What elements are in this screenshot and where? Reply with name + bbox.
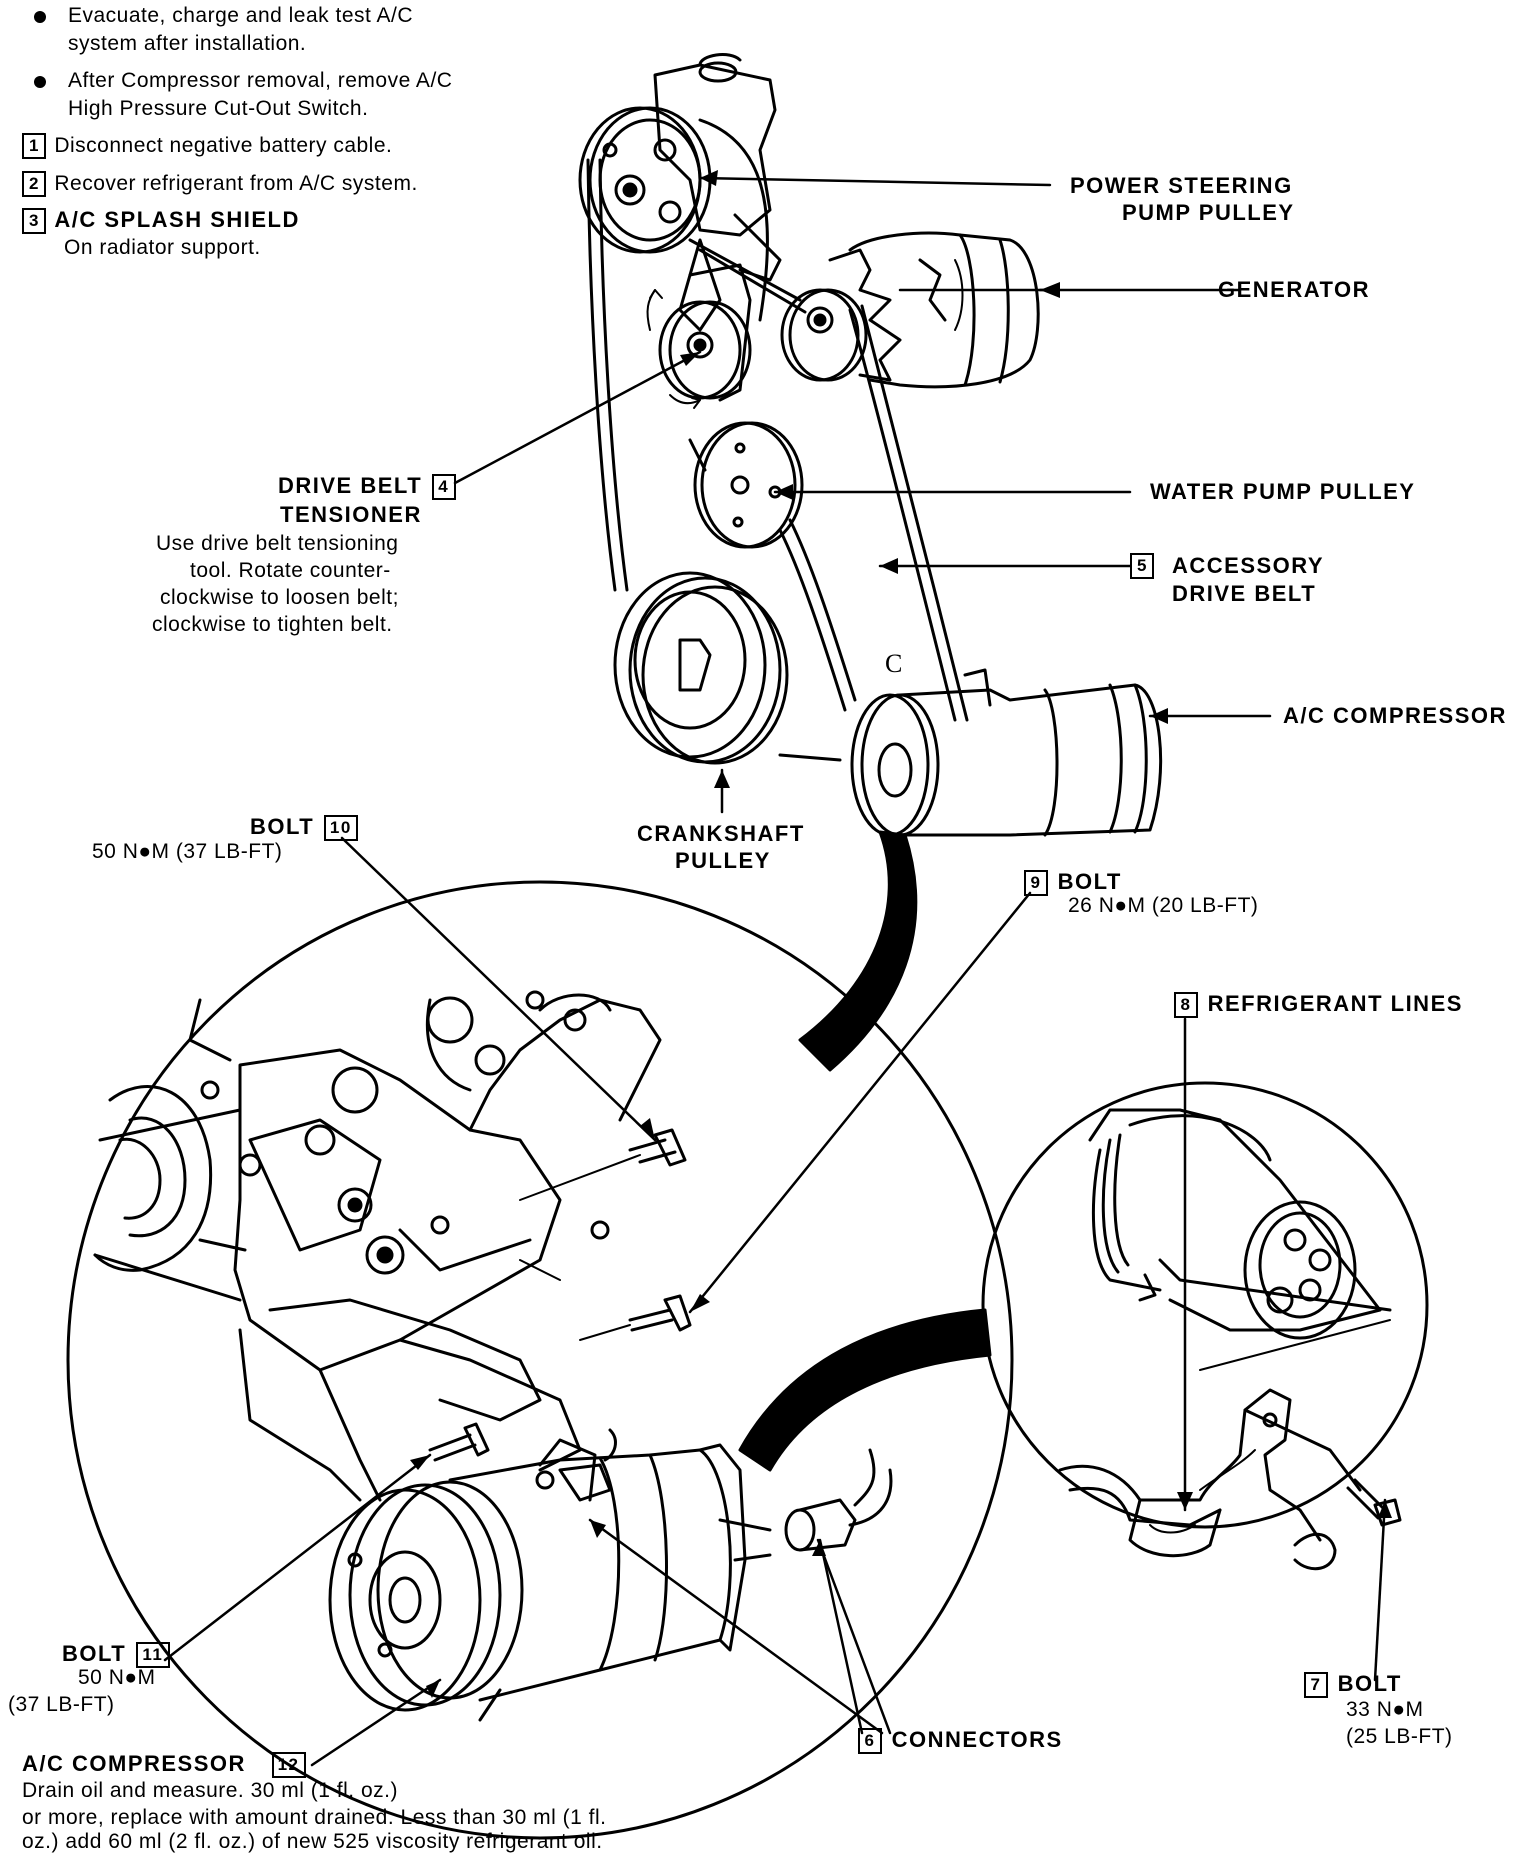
refrigerant-lines-title: REFRIGERANT LINES (1207, 991, 1463, 1016)
bolt10-title: BOLT (250, 814, 315, 839)
note-bullet2-line1: After Compressor removal, remove A/C (68, 69, 453, 92)
bolt11-number-box: 11 (135, 1642, 170, 1669)
label-ac-compressor-bottom: A/C COMPRESSOR 12 (22, 1750, 308, 1779)
label-crankshaft-1: CRANKSHAFT (637, 821, 805, 846)
tensioner-note-1: Use drive belt tensioning (156, 532, 399, 555)
refrigerant-lines-number-box: 8 (1174, 992, 1198, 1019)
label-connectors: 6 CONNECTORS (856, 1726, 1063, 1755)
generator (848, 231, 1040, 389)
bolt9-title: BOLT (1057, 869, 1122, 894)
bolt7-number-box: 7 (1304, 1672, 1328, 1699)
callout-band-1 (798, 830, 918, 1072)
crankshaft-pulley (613, 571, 789, 765)
ac-compressor-note-1: Drain oil and measure. 30 ml (1 fl. oz.) (22, 1779, 398, 1802)
accessory-belt (586, 118, 969, 762)
ac-compressor-bottom (328, 1428, 772, 1722)
note-step2: 2 Recover refrigerant from A/C system. (20, 170, 418, 198)
connectors-title: CONNECTORS (891, 1727, 1063, 1752)
label-drive-belt-tensioner-2: TENSIONER (280, 502, 422, 527)
bolt9-number-box: 9 (1024, 870, 1048, 897)
label-bolt10: BOLT 10 (250, 813, 360, 842)
bolt7-torque-2: (25 LB-FT) (1346, 1725, 1453, 1748)
accessory-belt-number-box: 5 (1130, 553, 1154, 580)
ac-compressor-top (850, 668, 1163, 837)
bullet-dot (34, 11, 46, 23)
tensioner-note-3: clockwise to loosen belt; (160, 586, 399, 609)
label-refrigerant-lines: 8 REFRIGERANT LINES (1172, 990, 1463, 1019)
tensioner-note-2: tool. Rotate counter- (190, 559, 391, 582)
step3-title: A/C SPLASH SHIELD (54, 207, 300, 232)
step1-text: Disconnect negative battery cable. (54, 134, 393, 157)
label-accessory-belt-2: DRIVE BELT (1172, 581, 1317, 606)
label-accessory-belt-1: ACCESSORY (1172, 553, 1325, 578)
generator-pulley (780, 248, 902, 382)
arrowheads (410, 170, 1392, 1698)
note-step1: 1 Disconnect negative battery cable. (20, 132, 393, 160)
ac-compressor-note-2: or more, replace with amount drained. Le… (22, 1806, 607, 1829)
tensioner-note-4: clockwise to tighten belt. (152, 613, 393, 636)
bullet-dot (34, 76, 46, 88)
compressor-mount-detail (66, 880, 1014, 1840)
note-bullet2-line2: High Pressure Cut-Out Switch. (68, 97, 369, 120)
belt-drive-assembly (578, 53, 1163, 1072)
label-accessory-belt-num: 5 (1128, 552, 1156, 580)
belt-routing-mark: C (885, 649, 903, 678)
bolt10-torque: 50 N●M (37 LB-FT) (92, 840, 283, 863)
label-bolt11: BOLT 11 (62, 1640, 172, 1669)
label-power-steering-2: PUMP PULLEY (1122, 200, 1295, 225)
step-number-box: 3 (22, 208, 46, 235)
step-number-box: 2 (22, 171, 46, 198)
label-power-steering-1: POWER STEERING (1070, 173, 1293, 198)
power-steering-pulley (578, 106, 712, 254)
note-step3: 3 A/C SPLASH SHIELD (20, 206, 300, 235)
bolt-10-shape (519, 1128, 687, 1201)
bolt9-torque: 26 N●M (20 LB-FT) (1068, 894, 1259, 917)
step2-text: Recover refrigerant from A/C system. (54, 172, 418, 195)
connectors-number-box: 6 (858, 1728, 882, 1755)
callout-band-2 (738, 1308, 992, 1472)
label-generator: GENERATOR (1218, 277, 1371, 302)
bolt11-torque-1: 50 N●M (78, 1666, 156, 1689)
tensioner-number-box: 4 (431, 474, 456, 501)
connector-plug (784, 1448, 893, 1552)
power-steering-pump (653, 63, 777, 237)
bolt11-torque-2: (37 LB-FT) (8, 1693, 115, 1716)
refrigerant-lines-detail (981, 1081, 1429, 1571)
label-crankshaft-2: PULLEY (675, 848, 771, 873)
ac-compressor-note-3: oz.) add 60 ml (2 fl. oz.) of new 525 vi… (22, 1830, 603, 1853)
bolt11-title: BOLT (62, 1641, 127, 1666)
label-bolt7: 7 BOLT (1302, 1670, 1402, 1699)
tensioner-title-1: DRIVE BELT (278, 473, 423, 498)
tensioner-pulley (658, 263, 752, 402)
ac-compressor-bottom-title: A/C COMPRESSOR (22, 1751, 246, 1776)
ac-compressor-number-box: 12 (271, 1752, 306, 1779)
label-drive-belt-tensioner-1: DRIVE BELT 4 (278, 472, 458, 501)
water-pump-pulley (693, 421, 804, 549)
step3-text: On radiator support. (64, 236, 261, 259)
bolt-9-shape (579, 1294, 692, 1341)
bolt7-torque-1: 33 N●M (1346, 1698, 1424, 1721)
bolt-11-shape (428, 1422, 490, 1462)
label-bolt9: 9 BOLT (1022, 868, 1122, 897)
leader-lines (163, 176, 1387, 1767)
label-ac-compressor-top: A/C COMPRESSOR (1283, 703, 1507, 728)
bolt10-number-box: 10 (323, 815, 358, 842)
note-bullet1-line2: system after installation. (68, 32, 307, 55)
label-water-pump-pulley: WATER PUMP PULLEY (1150, 479, 1416, 504)
step-number-box: 1 (22, 133, 46, 160)
bolt7-title: BOLT (1337, 1671, 1402, 1696)
note-bullet1-line1: Evacuate, charge and leak test A/C (68, 4, 414, 27)
